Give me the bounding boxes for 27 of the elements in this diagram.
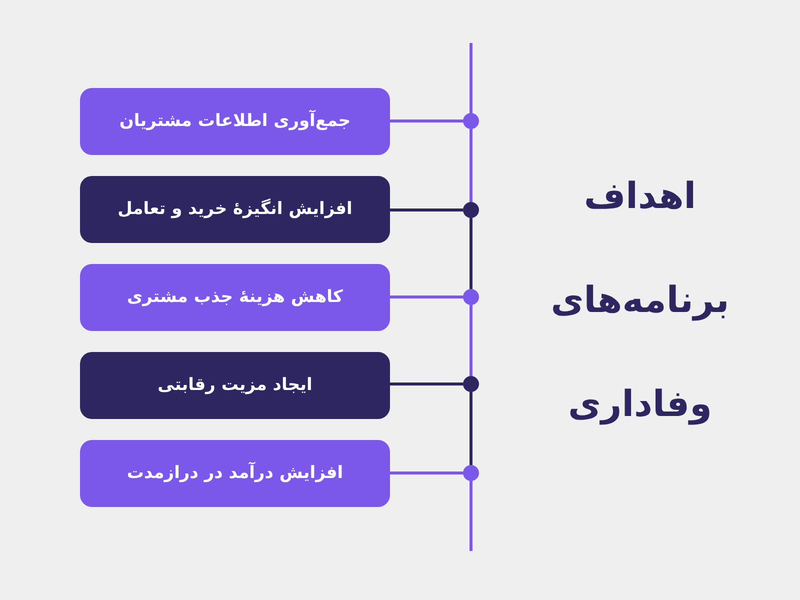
goal-box [80, 88, 390, 155]
goal-text: ایجاد مزیت رقابتی [158, 374, 312, 397]
connector-line [470, 43, 472, 113]
goal-box [80, 440, 390, 507]
goal-box [80, 352, 390, 419]
connector-line [470, 481, 472, 551]
diagram-title: اهداف برنامه‌های وفاداری [550, 175, 730, 427]
timeline-dot [463, 113, 479, 129]
connector-line [390, 120, 463, 122]
connector-line [470, 392, 472, 465]
connector-line [470, 129, 472, 202]
goal-text: افزایش درآمد در درازمدت [126, 462, 344, 485]
connector-line [390, 382, 463, 386]
connector-line [470, 218, 472, 289]
goal-text: کاهش هزینهٔ جذب مشتری [127, 286, 343, 309]
timeline-dot [463, 465, 479, 481]
connector-line [390, 208, 463, 212]
timeline-dot [463, 289, 479, 305]
connector-line [390, 296, 463, 298]
goal-box [80, 264, 390, 331]
timeline-dot [463, 376, 479, 392]
goal-text: جمع‌آوری اطلاعات مشتریان [119, 110, 351, 133]
connector-line [470, 305, 472, 376]
connector-line [390, 472, 463, 474]
goal-box [80, 176, 390, 243]
goal-text: افزایش انگیزهٔ خرید و تعامل [118, 198, 352, 221]
timeline-dot [463, 202, 479, 218]
